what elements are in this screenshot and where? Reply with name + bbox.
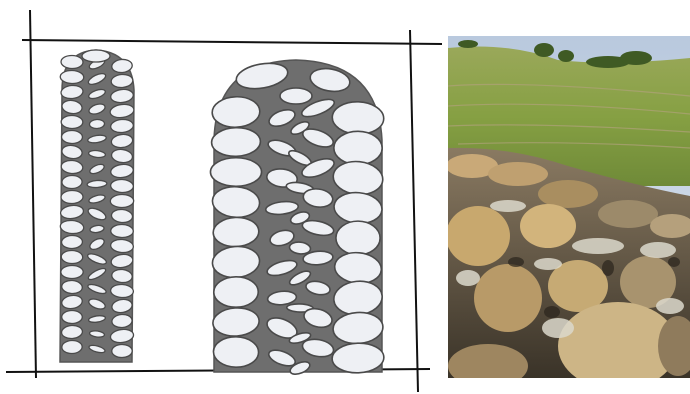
stone <box>82 50 110 62</box>
frame-line-right <box>410 30 418 392</box>
stone <box>61 190 83 203</box>
stone <box>61 235 82 249</box>
stone <box>61 55 83 68</box>
stone <box>110 194 134 207</box>
stone <box>336 221 380 255</box>
narrow-wall-section <box>60 50 135 362</box>
stone <box>112 344 133 357</box>
stone <box>334 131 383 165</box>
stone <box>61 250 83 264</box>
stone <box>213 336 259 367</box>
stone <box>62 175 83 189</box>
stone <box>61 265 83 278</box>
stone <box>110 179 133 193</box>
stone <box>111 224 134 237</box>
stone <box>211 127 261 157</box>
frame-line-top <box>22 40 442 44</box>
stone <box>214 277 259 308</box>
stone <box>60 70 84 84</box>
stone <box>62 310 83 323</box>
wall-photograph <box>448 36 690 378</box>
stone <box>61 130 82 143</box>
frame-line-left <box>30 10 36 378</box>
stone <box>280 88 312 104</box>
wide-wall-section <box>210 60 384 377</box>
stone <box>210 158 261 187</box>
stone <box>61 115 83 128</box>
stone <box>89 119 105 129</box>
stone <box>62 340 83 354</box>
